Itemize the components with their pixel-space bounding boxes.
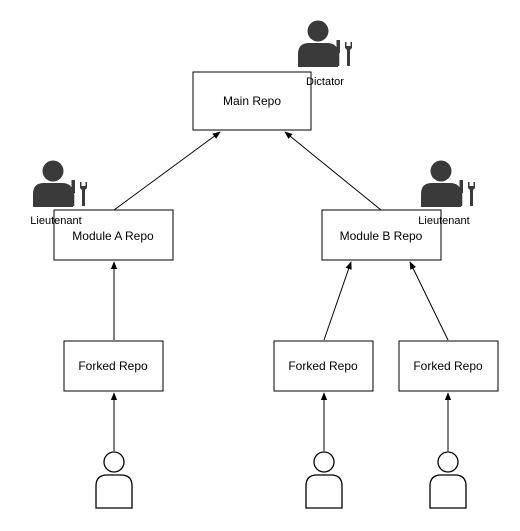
forked-repo-node-2[interactable]: Forked Repo <box>273 340 374 392</box>
lieutenant-b-label: Lieutenant <box>418 215 469 227</box>
edge-module-b-to-main <box>284 131 382 211</box>
lieutenant-b-person-with-tools-icon <box>421 160 475 207</box>
edges <box>110 131 452 451</box>
edge-fork3-to-module-b <box>409 261 449 341</box>
forked-repo-node-1[interactable]: Forked Repo <box>63 340 164 392</box>
forked-repo-label-1: Forked Repo <box>78 359 148 373</box>
edge-module-a-to-main <box>113 131 221 211</box>
forked-repo-label-3: Forked Repo <box>413 359 483 373</box>
contributor-1-person-outline-icon <box>95 451 133 509</box>
module-b-repo-node[interactable]: Module B Repo <box>321 209 442 261</box>
main-repo-node[interactable]: Main Repo <box>192 71 312 131</box>
lieutenant-a-person-with-tools-icon <box>33 160 87 207</box>
forked-repo-label-2: Forked Repo <box>288 359 358 373</box>
forked-repo-node-3[interactable]: Forked Repo <box>398 340 499 392</box>
module-a-repo-node[interactable]: Module A Repo <box>53 209 174 261</box>
module-b-repo-label: Module B Repo <box>340 229 423 243</box>
main-repo-label: Main Repo <box>223 94 281 108</box>
lieutenant-a-label: Lieutenant <box>30 215 81 227</box>
dictator-person-with-tools-icon <box>298 20 352 67</box>
dictator-label: Dictator <box>306 76 344 88</box>
contributor-2-person-outline-icon <box>305 451 343 509</box>
edge-fork2-to-module-b <box>323 261 352 341</box>
contributor-3-person-outline-icon <box>429 451 467 509</box>
module-a-repo-label: Module A Repo <box>72 229 154 243</box>
